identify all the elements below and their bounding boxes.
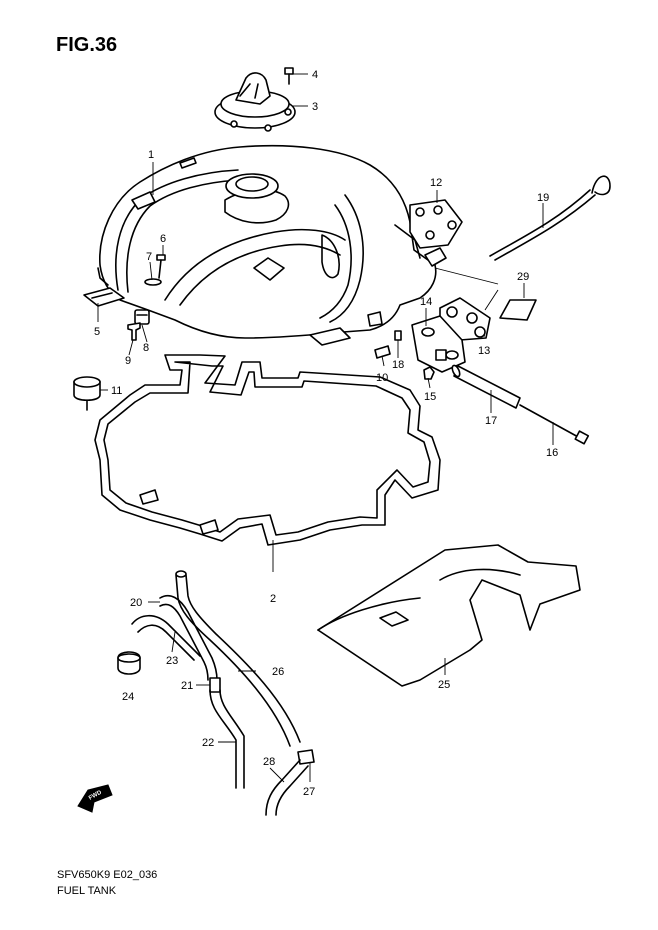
callout-12: 12 xyxy=(430,177,442,189)
prop-rod-19[interactable] xyxy=(489,175,611,261)
callout-1: 1 xyxy=(148,149,154,161)
callout-17: 17 xyxy=(485,415,497,427)
figure-title: FIG.36 xyxy=(56,34,118,56)
pad-29[interactable] xyxy=(499,299,537,321)
callout-24: 24 xyxy=(122,691,134,703)
seal-24[interactable] xyxy=(117,651,141,675)
leader-8 xyxy=(141,324,148,343)
callout-6: 6 xyxy=(160,233,166,245)
callout-9: 9 xyxy=(125,355,131,367)
callout-18: 18 xyxy=(392,359,404,371)
cushion-10[interactable] xyxy=(374,345,391,359)
bolt-16[interactable] xyxy=(519,404,590,445)
pipe-17[interactable] xyxy=(451,364,521,409)
leader-23 xyxy=(171,631,176,653)
callout-29: 29 xyxy=(517,271,529,283)
cap-bolt[interactable] xyxy=(284,67,294,85)
callout-27: 27 xyxy=(303,786,315,798)
fwd-arrow-icon: FWD xyxy=(77,784,113,813)
tank-seal-2[interactable] xyxy=(94,354,441,546)
leader-15 xyxy=(427,377,431,389)
washer-7[interactable] xyxy=(144,278,162,286)
hinge-bracket-14[interactable] xyxy=(411,315,466,373)
callout-8: 8 xyxy=(143,342,149,354)
leader-lines xyxy=(97,73,554,783)
callout-5: 5 xyxy=(94,326,100,338)
callout-13: 13 xyxy=(478,345,490,357)
collar-9[interactable] xyxy=(127,322,141,341)
callout-4: 4 xyxy=(312,69,318,81)
clip-18[interactable] xyxy=(394,330,402,341)
nut-15[interactable] xyxy=(423,366,435,380)
fuel-cap[interactable] xyxy=(214,72,296,132)
callout-labels: 1 2 3 4 5 6 7 8 9 10 11 12 13 14 15 16 1… xyxy=(94,69,558,798)
hose-23[interactable] xyxy=(131,614,201,661)
leader-7 xyxy=(149,261,153,281)
callout-20: 20 xyxy=(130,597,142,609)
callout-26: 26 xyxy=(272,666,284,678)
callout-22: 22 xyxy=(202,737,214,749)
cushion-11[interactable] xyxy=(73,376,101,411)
hose-22[interactable] xyxy=(209,689,245,789)
figure-name: FUEL TANK xyxy=(57,885,117,897)
callout-15: 15 xyxy=(424,391,436,403)
callout-16: 16 xyxy=(546,447,558,459)
bolt-6[interactable] xyxy=(156,254,166,279)
callout-11: 11 xyxy=(111,385,122,397)
leader-9 xyxy=(128,339,134,356)
mount-rubber-5[interactable] xyxy=(83,287,125,307)
heat-shield-25[interactable] xyxy=(317,544,581,687)
callout-28: 28 xyxy=(263,756,275,768)
callout-7: 7 xyxy=(146,251,152,263)
callout-23: 23 xyxy=(166,655,178,667)
leader-tank-bracket-b xyxy=(484,289,499,311)
cushion-8[interactable] xyxy=(134,309,150,325)
hose-20[interactable] xyxy=(159,594,218,681)
fuel-tank[interactable] xyxy=(97,144,447,346)
leader-10 xyxy=(381,355,385,367)
joint-21[interactable] xyxy=(209,677,221,693)
leader-28 xyxy=(269,767,285,783)
callout-3: 3 xyxy=(312,101,318,113)
bracket-12[interactable] xyxy=(409,199,463,249)
callout-14: 14 xyxy=(420,296,432,308)
joint-27[interactable] xyxy=(297,749,315,765)
callout-10: 10 xyxy=(376,372,388,384)
hose-26[interactable] xyxy=(175,570,301,747)
callout-21: 21 xyxy=(181,680,193,692)
hose-28[interactable] xyxy=(265,759,309,816)
callout-25: 25 xyxy=(438,679,450,691)
callout-19: 19 xyxy=(537,192,549,204)
leader-tank-bracket-a xyxy=(434,267,499,285)
figure-code: SFV650K9 E02_036 xyxy=(57,869,158,881)
callout-2: 2 xyxy=(270,593,276,605)
